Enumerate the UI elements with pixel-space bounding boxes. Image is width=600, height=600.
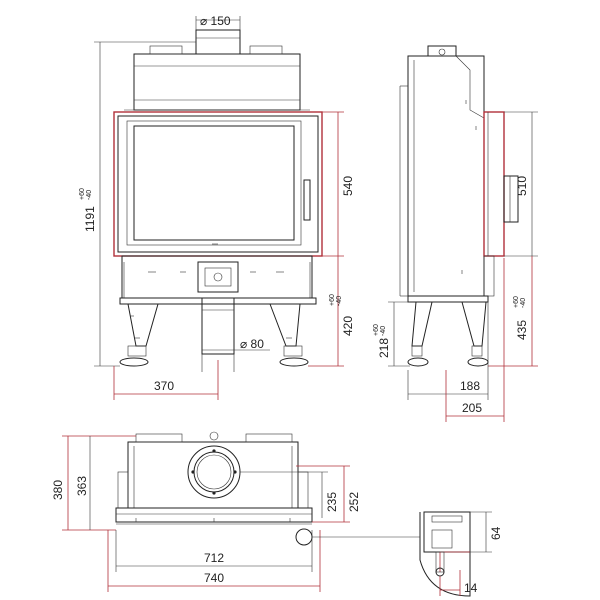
depth-body-label: 363: [75, 476, 89, 496]
leg-height-label: 218: [377, 338, 391, 358]
side-body: [407, 55, 485, 297]
flue-offset-label: 235: [325, 492, 339, 512]
flue-pipe: [195, 29, 241, 55]
door-glass: [133, 125, 295, 241]
total-height-label: 1191: [83, 206, 97, 232]
detail-outline: [419, 512, 471, 597]
total-height-tol-plus: +60: [79, 188, 86, 200]
base-to-door-label: 435: [515, 320, 529, 340]
door-height-label: 510: [515, 176, 529, 196]
base-height-label: 420: [341, 316, 355, 336]
width-to-centre-label: 370: [154, 379, 174, 393]
leg-height-tol-plus: +60: [373, 324, 380, 336]
depth-inner-label: 188: [460, 379, 480, 393]
depth-total-label: 380: [51, 480, 65, 500]
top-flue-outer: [187, 445, 241, 499]
top-chamber: [133, 53, 301, 111]
base-height-tol-plus: +60: [329, 294, 336, 306]
top-flue-inner: [193, 451, 235, 493]
leg-left: [127, 303, 159, 347]
total-height-tol-minus: -40: [86, 190, 93, 200]
front-offset-label: 252: [347, 492, 361, 512]
side-door-handle: [503, 175, 519, 223]
side-view: 510 435 +60 -40 218 +60 -40 188 205: [373, 45, 538, 422]
leg-height-tol-minus: -40: [380, 326, 387, 336]
side-leg-rear: [461, 301, 487, 347]
frame-depth-label: 14: [464, 581, 478, 595]
frame-height-label: 64: [489, 526, 503, 540]
side-leg-front: [411, 301, 433, 347]
leg-right: [269, 303, 301, 347]
depth-outer-label: 205: [462, 401, 482, 415]
detail-view: 64 14: [312, 511, 503, 597]
front-view: ⌀ 150: [79, 14, 355, 400]
air-inlet-box: [197, 261, 239, 293]
glass-height-label: 540: [341, 176, 355, 196]
air-pipe: [201, 297, 235, 355]
top-view: 380 363 235 252 712 740: [51, 431, 361, 592]
width-outer-label: 740: [204, 571, 224, 585]
top-detail-marker: [295, 528, 313, 546]
door-frame-outer: [113, 111, 323, 257]
air-inlet-diameter-label: ⌀ 80: [240, 337, 264, 351]
base-to-door-tol-plus: +60: [513, 296, 520, 308]
base-height-tol-minus: -40: [336, 296, 343, 306]
flue-diameter-label: ⌀ 150: [200, 14, 231, 28]
door-handle: [303, 179, 311, 221]
side-door-frame: [483, 111, 505, 257]
width-inner-label: 712: [204, 551, 224, 565]
base-to-door-tol-minus: -40: [520, 298, 527, 308]
